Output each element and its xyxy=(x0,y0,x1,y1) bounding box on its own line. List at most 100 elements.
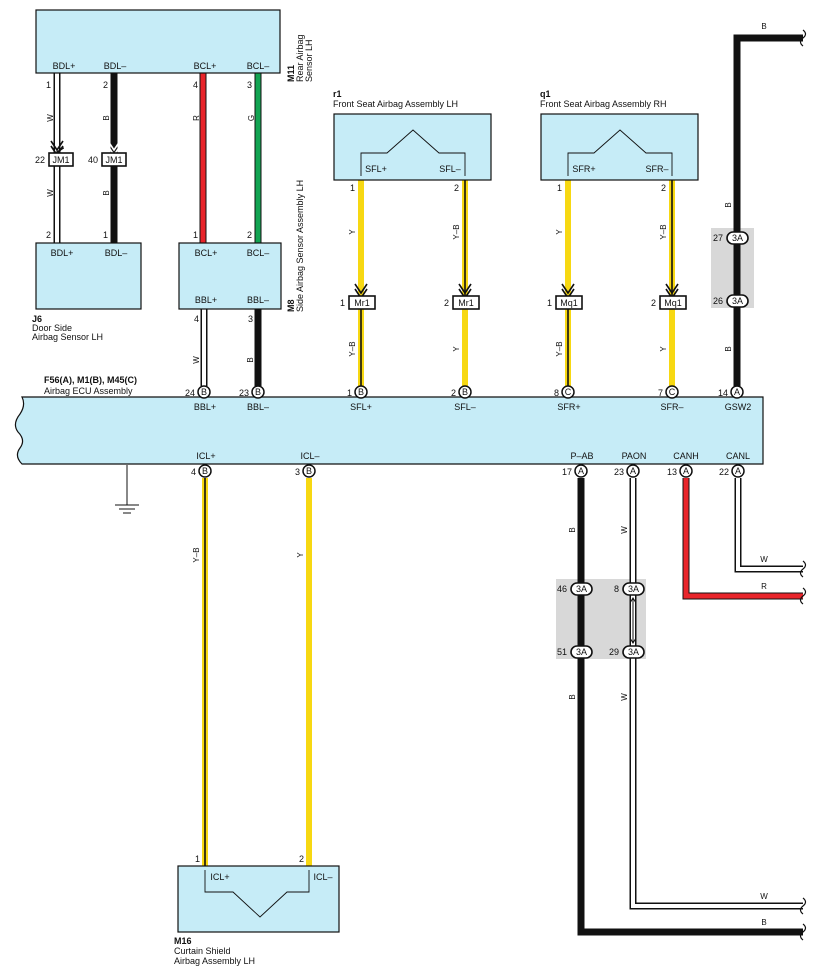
svg-text:M8: M8 xyxy=(286,299,296,312)
svg-text:Mr1: Mr1 xyxy=(458,298,474,308)
svg-text:CANH: CANH xyxy=(673,451,699,461)
svg-text:SFR+: SFR+ xyxy=(572,164,595,174)
svg-text:2: 2 xyxy=(444,298,449,308)
svg-text:W: W xyxy=(760,892,768,901)
svg-text:M11: M11 xyxy=(286,65,296,82)
front-seat-airbag-rh-q1: q1 Front Seat Airbag Assembly RH SFR+ SF… xyxy=(540,89,699,193)
svg-text:Mq1: Mq1 xyxy=(664,298,682,308)
svg-text:ICL+: ICL+ xyxy=(196,451,215,461)
svg-text:27: 27 xyxy=(713,233,723,243)
svg-text:B: B xyxy=(358,387,364,397)
svg-text:22: 22 xyxy=(35,155,45,165)
svg-text:2: 2 xyxy=(661,183,666,193)
svg-text:3A: 3A xyxy=(628,647,639,657)
svg-text:Y–B: Y–B xyxy=(555,341,564,356)
svg-text:BDL–: BDL– xyxy=(104,61,127,71)
svg-text:23: 23 xyxy=(239,388,249,398)
svg-text:51: 51 xyxy=(557,647,567,657)
svg-text:W: W xyxy=(760,555,768,564)
svg-text:B: B xyxy=(246,357,255,362)
svg-text:SFL–: SFL– xyxy=(454,402,476,412)
side-airbag-sensor-m8: BCL+ BCL– BBL+ BBL– 1 2 4 3 M8 Side Airb… xyxy=(178,180,305,324)
svg-text:B: B xyxy=(724,202,733,207)
svg-text:A: A xyxy=(735,466,741,476)
svg-text:J6: J6 xyxy=(32,314,42,324)
svg-text:Rear Airbag: Rear Airbag xyxy=(295,34,305,82)
svg-text:B: B xyxy=(255,387,261,397)
curtain-shield-airbag-m16: ICL+ ICL– 1 2 M16 Curtain Shield Airbag … xyxy=(174,854,340,966)
svg-text:A: A xyxy=(683,466,689,476)
svg-text:JM1: JM1 xyxy=(52,155,69,165)
svg-text:A: A xyxy=(630,466,636,476)
svg-text:3: 3 xyxy=(248,314,253,324)
svg-text:r1: r1 xyxy=(333,89,342,99)
svg-text:SFL+: SFL+ xyxy=(350,402,372,412)
svg-text:W: W xyxy=(46,189,55,197)
svg-text:Y–B: Y–B xyxy=(452,224,461,239)
svg-text:Sensor LH: Sensor LH xyxy=(304,39,314,82)
svg-text:A: A xyxy=(578,466,584,476)
wire-p-ab xyxy=(577,478,803,936)
svg-text:3A: 3A xyxy=(576,584,587,594)
svg-text:C: C xyxy=(565,387,572,397)
junction-3a: 3A 3A 27 26 3A 3A 46 51 3A 3A 8 29 xyxy=(557,231,749,659)
svg-text:8: 8 xyxy=(614,584,619,594)
svg-text:4: 4 xyxy=(194,314,199,324)
svg-text:W: W xyxy=(46,114,55,122)
svg-text:BBL+: BBL+ xyxy=(195,295,217,305)
svg-text:7: 7 xyxy=(658,388,663,398)
wire-gsw2 xyxy=(733,34,803,386)
svg-text:SFR–: SFR– xyxy=(660,402,683,412)
svg-text:B: B xyxy=(724,346,733,351)
svg-text:q1: q1 xyxy=(540,89,551,99)
pin-number: 1 xyxy=(46,80,51,90)
svg-text:ICL+: ICL+ xyxy=(210,872,229,882)
svg-text:SFL+: SFL+ xyxy=(365,164,387,174)
wire-canh xyxy=(682,478,803,600)
svg-text:3: 3 xyxy=(295,467,300,477)
svg-text:3A: 3A xyxy=(628,584,639,594)
svg-text:BDL+: BDL+ xyxy=(51,248,74,258)
svg-text:17: 17 xyxy=(562,467,572,477)
svg-text:Y: Y xyxy=(555,229,564,235)
wire-end-marks xyxy=(799,29,807,941)
svg-text:2: 2 xyxy=(299,854,304,864)
rear-airbag-sensor-m11: BDL+ BDL– BCL+ BCL– M11 Rear Airbag Sens… xyxy=(35,9,314,82)
svg-text:BBL+: BBL+ xyxy=(194,402,216,412)
svg-text:2: 2 xyxy=(454,183,459,193)
svg-text:B: B xyxy=(102,115,111,120)
svg-text:22: 22 xyxy=(719,467,729,477)
svg-text:BDL+: BDL+ xyxy=(53,61,76,71)
svg-text:BDL–: BDL– xyxy=(105,248,128,258)
svg-text:26: 26 xyxy=(713,296,723,306)
svg-text:P–AB: P–AB xyxy=(570,451,593,461)
svg-text:BCL+: BCL+ xyxy=(195,248,218,258)
svg-text:SFR–: SFR– xyxy=(645,164,668,174)
svg-text:13: 13 xyxy=(667,467,677,477)
svg-text:1: 1 xyxy=(193,230,198,240)
svg-text:Front Seat Airbag Assembly LH: Front Seat Airbag Assembly LH xyxy=(333,99,458,109)
pin-number: 3 xyxy=(247,80,252,90)
svg-text:Mq1: Mq1 xyxy=(560,298,578,308)
svg-text:SFR+: SFR+ xyxy=(557,402,580,412)
svg-text:Y: Y xyxy=(659,346,668,352)
svg-text:Mr1: Mr1 xyxy=(354,298,370,308)
svg-text:3A: 3A xyxy=(732,296,743,306)
svg-text:2: 2 xyxy=(451,388,456,398)
svg-text:BCL+: BCL+ xyxy=(194,61,217,71)
airbag-ecu-assembly: F56(A), M1(B), M45(C) Airbag ECU Assembl… xyxy=(14,375,764,465)
svg-text:B: B xyxy=(201,387,207,397)
svg-text:F56(A), M1(B), M45(C): F56(A), M1(B), M45(C) xyxy=(44,375,137,385)
pin-number: 4 xyxy=(193,80,198,90)
svg-text:1: 1 xyxy=(557,183,562,193)
svg-text:1: 1 xyxy=(347,388,352,398)
svg-text:B: B xyxy=(462,387,468,397)
svg-text:8: 8 xyxy=(554,388,559,398)
door-side-airbag-sensor-j6: BDL+ BDL– 2 1 J6 Door Side Airbag Sensor… xyxy=(32,230,142,342)
svg-text:23: 23 xyxy=(614,467,624,477)
svg-text:A: A xyxy=(734,387,740,397)
svg-text:Y–B: Y–B xyxy=(192,547,201,562)
wire-color-labels: W B R G W B W B Y Y–B Y Y–B Y–B Y Y–B Y … xyxy=(46,22,768,927)
svg-text:4: 4 xyxy=(191,467,196,477)
